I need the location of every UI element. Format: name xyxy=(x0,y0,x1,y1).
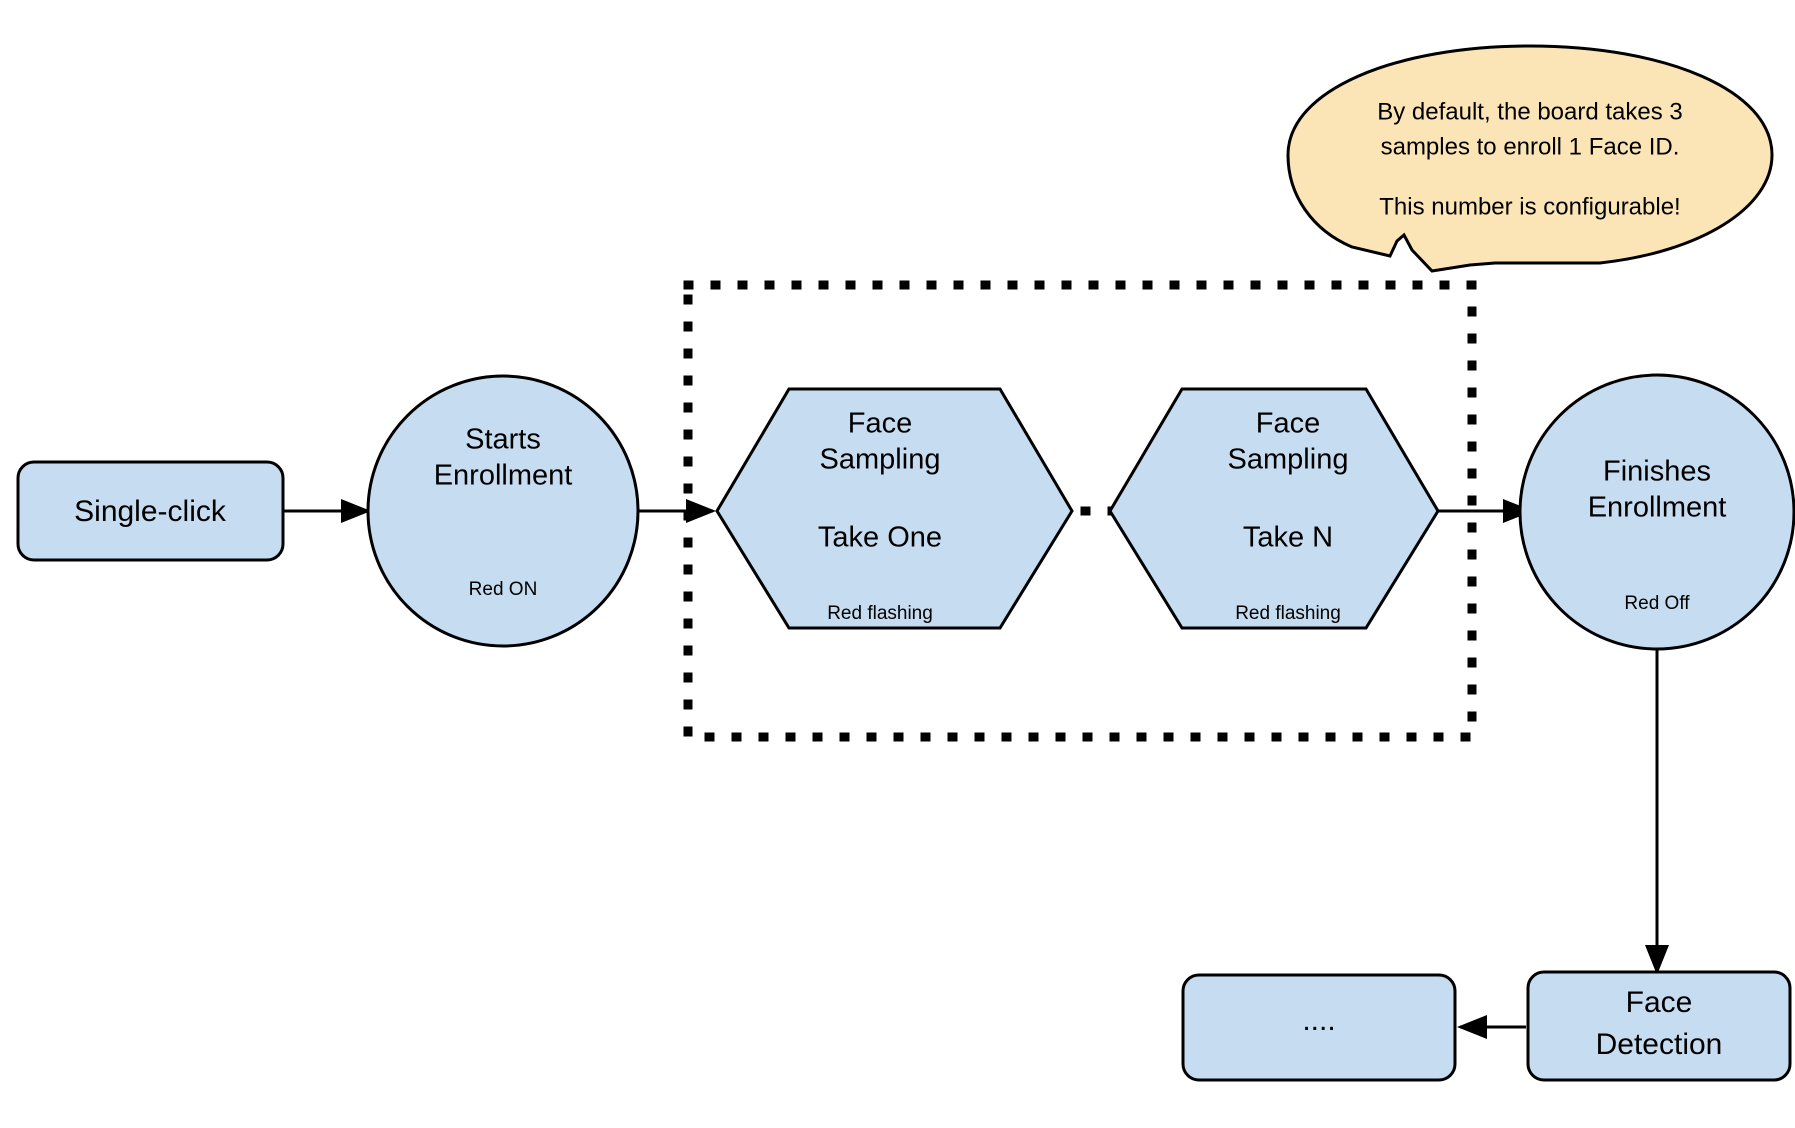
node-finishes-enrollment[interactable]: Finishes Enrollment Red Off xyxy=(1518,373,1795,651)
node-face-sampling-n[interactable]: Face Sampling Take N Red flashing xyxy=(1108,387,1440,630)
face-detection-shape xyxy=(1526,970,1792,1082)
finishes-enrollment-shape xyxy=(1518,373,1795,651)
single-click-shape xyxy=(16,460,285,562)
callout-line-1: By default, the board takes 3 xyxy=(1377,98,1683,125)
face-sampling-n-status: Red flashing xyxy=(1235,603,1341,624)
face-detection-label-1: Face xyxy=(1626,986,1693,1019)
face-sampling-n-shape xyxy=(1108,387,1440,630)
face-sampling-one-take: Take One xyxy=(818,522,942,554)
node-more-steps[interactable]: .... xyxy=(1181,973,1457,1082)
single-click-label: Single-click xyxy=(74,495,227,528)
more-steps-label: .... xyxy=(1302,1004,1335,1037)
face-detection-label-2: Detection xyxy=(1596,1028,1723,1061)
starts-enrollment-label-2: Enrollment xyxy=(434,460,573,492)
face-sampling-one-status: Red flashing xyxy=(827,603,933,624)
starts-enrollment-label-1: Starts xyxy=(465,424,541,456)
node-face-sampling-one[interactable]: Face Sampling Take One Red flashing xyxy=(715,387,1074,630)
callout-bubble-shape xyxy=(1286,44,1774,273)
face-sampling-one-label-1: Face xyxy=(848,408,912,440)
node-starts-enrollment[interactable]: Starts Enrollment Red ON xyxy=(366,374,640,648)
more-steps-shape xyxy=(1181,973,1457,1082)
face-sampling-one-label-2: Sampling xyxy=(820,444,941,476)
face-sampling-one-shape xyxy=(715,387,1074,630)
callout-line-3: This number is configurable! xyxy=(1379,193,1680,220)
node-single-click[interactable]: Single-click xyxy=(16,460,285,562)
face-sampling-n-take: Take N xyxy=(1243,522,1333,554)
face-sampling-n-label-1: Face xyxy=(1256,408,1320,440)
node-face-detection[interactable]: Face Detection xyxy=(1526,970,1792,1082)
callout-note: By default, the board takes 3 samples to… xyxy=(1286,44,1774,273)
finishes-enrollment-label-1: Finishes xyxy=(1603,456,1711,488)
finishes-enrollment-label-2: Enrollment xyxy=(1588,492,1727,524)
starts-enrollment-shape xyxy=(366,374,640,648)
starts-enrollment-status: Red ON xyxy=(469,579,538,600)
callout-line-2: samples to enroll 1 Face ID. xyxy=(1381,133,1680,160)
face-sampling-n-label-2: Sampling xyxy=(1228,444,1349,476)
finishes-enrollment-status: Red Off xyxy=(1624,593,1690,614)
